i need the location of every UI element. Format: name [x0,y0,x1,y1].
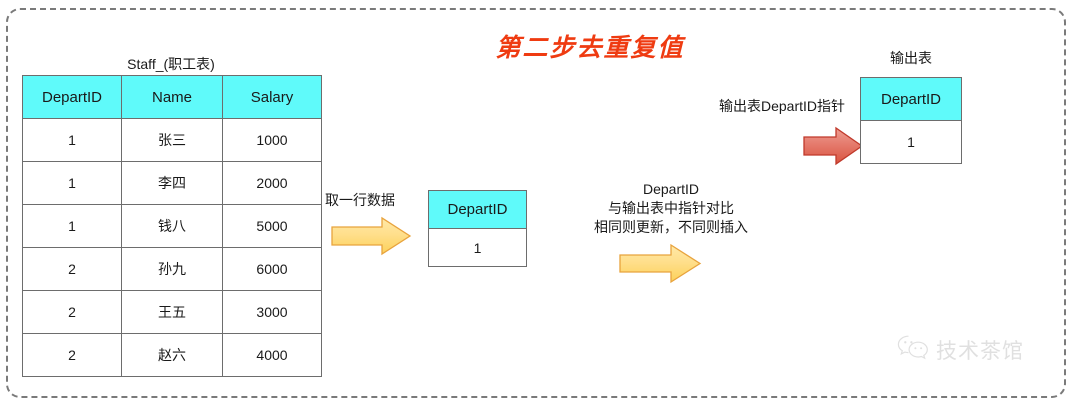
staff-table: DepartID Name Salary 1 张三 1000 1 李四 2000… [22,75,322,377]
yellow-arrow-right-icon [618,243,702,284]
output-table: DepartID 1 [860,77,962,164]
cell-departid: 1 [860,120,962,164]
table-row: 2 王五 3000 [22,290,322,334]
cell-name: 孙九 [121,247,223,291]
page-title: 第二步去重复值 [495,33,685,62]
label-take-one-row: 取一行数据 [325,192,395,208]
cell-salary: 1000 [222,118,322,162]
cell-name: 赵六 [121,333,223,377]
table-header-row: DepartID [860,77,962,121]
wechat-icon [896,334,930,365]
watermark: 技术茶馆 [896,334,1024,365]
compare-line-2: 与输出表中指针对比 [608,200,734,216]
column-header-name: Name [121,75,223,119]
cell-departid: 1 [22,204,122,248]
output-table-caption: 输出表 [890,50,932,66]
column-header-departid: DepartID [860,77,962,121]
cell-salary: 4000 [222,333,322,377]
table-row: 2 赵六 4000 [22,333,322,377]
cell-salary: 2000 [222,161,322,205]
cell-name: 张三 [121,118,223,162]
red-arrow-right-icon [802,126,864,166]
current-row-table: DepartID 1 [428,190,527,267]
cell-departid: 2 [22,290,122,334]
column-header-departid: DepartID [428,190,527,229]
cell-departid: 1 [22,118,122,162]
label-compare-description: DepartID 与输出表中指针对比 相同则更新，不同则插入 [571,180,771,237]
dashed-frame [6,8,1066,398]
watermark-text: 技术茶馆 [936,338,1024,363]
label-output-departid-pointer: 输出表DepartID指针 [719,98,846,114]
table-row: 1 李四 2000 [22,161,322,205]
column-header-salary: Salary [222,75,322,119]
cell-departid: 2 [22,333,122,377]
cell-salary: 5000 [222,204,322,248]
table-header-row: DepartID Name Salary [22,75,322,119]
cell-name: 王五 [121,290,223,334]
table-row: 1 张三 1000 [22,118,322,162]
cell-departid: 1 [428,228,527,267]
cell-name: 李四 [121,161,223,205]
cell-departid: 1 [22,161,122,205]
cell-departid: 2 [22,247,122,291]
table-row: 1 [428,228,527,267]
compare-line-3: 相同则更新，不同则插入 [594,219,748,235]
column-header-departid: DepartID [22,75,122,119]
cell-salary: 6000 [222,247,322,291]
staff-table-caption: Staff_(职工表) [127,56,215,72]
cell-name: 钱八 [121,204,223,248]
yellow-arrow-right-icon [330,216,412,256]
table-header-row: DepartID [428,190,527,229]
cell-salary: 3000 [222,290,322,334]
table-row: 1 [860,120,962,164]
table-row: 1 钱八 5000 [22,204,322,248]
table-row: 2 孙九 6000 [22,247,322,291]
compare-line-1: DepartID [642,181,700,197]
